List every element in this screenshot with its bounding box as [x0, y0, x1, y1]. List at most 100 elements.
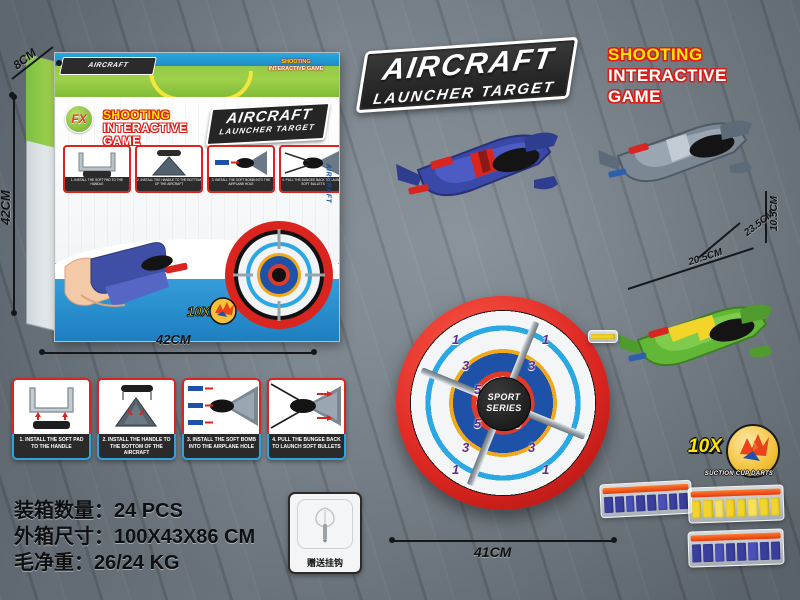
- hero-shout-line2: INTERACTIVE: [608, 66, 727, 85]
- dart-foam: [625, 495, 635, 513]
- dim-height-dot-2: [11, 310, 17, 316]
- hero-shout-block: SHOOTING INTERACTIVE GAME: [608, 44, 727, 107]
- box-target-illustration: [225, 221, 333, 329]
- dim-width-dot-2: [311, 349, 317, 355]
- dart-foam: [770, 541, 781, 560]
- suction-badge-caption: SUCTION CUP DARTS: [704, 471, 774, 477]
- instruction-step-3: 3. INSTALL THE SOFT BOMB INTO THE AIRPLA…: [182, 378, 261, 460]
- box-step-4: 4. PULL THE BUNGEE BACK TO LAUNCH SOFT B…: [279, 145, 339, 193]
- dart-foam: [591, 334, 615, 339]
- box-hand-illustration: [64, 242, 188, 307]
- box-shout-block: SHOOTING INTERACTIVE GAME: [103, 109, 187, 148]
- dart-foam: [759, 497, 770, 517]
- dart-foam: [703, 499, 713, 519]
- box-mini-shout-line1: SHOOTING: [281, 59, 311, 65]
- dart-foam: [725, 498, 736, 518]
- target-center-line2: SERIES: [486, 403, 522, 413]
- box-mini-shout-line3: GAME: [306, 65, 324, 72]
- instruction-step-3-caption: 3. INSTALL THE SOFT BOMB INTO THE AIRPLA…: [182, 434, 261, 460]
- box-step-2: 2. INSTALL THE HANDLE TO THE BOTTOM OF T…: [135, 145, 203, 193]
- dart-pack-blue-2: [687, 528, 785, 568]
- free-hook-card: 赠送挂钩: [288, 492, 362, 574]
- hero-shout-line3: GAME: [608, 87, 661, 106]
- dart-foam: [614, 495, 625, 514]
- box-step-1: 1. INSTALL THE SOFT PAD TO THE HANDLE: [63, 145, 131, 193]
- plane-green: [618, 304, 772, 367]
- instruction-step-1: 1. INSTALL THE SOFT PAD TO THE HANDLE: [12, 378, 91, 460]
- target-number: 5: [474, 416, 482, 431]
- spec-weight-label: 毛净重：: [14, 552, 94, 574]
- brand-badge-text: FX: [71, 112, 87, 126]
- hook-card-caption: 赠送挂钩: [306, 558, 343, 568]
- dim-target-label: 41CM: [474, 544, 512, 560]
- dart-foam: [636, 494, 646, 512]
- instruction-step-4: 4. PULL THE BUNGEE BACK TO LAUNCH SOFT B…: [267, 378, 346, 460]
- box-step-1-art: [78, 152, 116, 177]
- dim-width-line: [42, 352, 314, 354]
- instruction-step-2-caption: 2. INSTALL THE HANDLE TO THE BOTTOM OF T…: [97, 434, 176, 460]
- instruction-step-1-image: [12, 378, 91, 436]
- target-center-line1: SPORT: [487, 392, 521, 402]
- step-1-art: [29, 387, 74, 429]
- suction-badge-art: [740, 434, 769, 461]
- target-number: 3: [528, 358, 536, 373]
- dim-width-label: 42CM: [156, 332, 191, 347]
- dart-foam: [714, 499, 725, 518]
- box-product-logo: AIRCRAFT LAUNCHER TARGET: [205, 101, 331, 147]
- dart-foam: [714, 543, 725, 562]
- box-step-3-caption: 3. INSTALL THE SOFT BOMB INTO THE AIRPLA…: [209, 177, 273, 191]
- box-shout-line3: GAME: [103, 134, 141, 148]
- dart-foam: [646, 494, 657, 512]
- box-top-green-band: AIRCRAFT SHOOTING INTERACTIVE GAME: [55, 53, 339, 101]
- wall-hook-icon: [315, 507, 335, 543]
- box-mini-shout-line2: INTERACTIVE: [268, 65, 306, 72]
- box-instruction-strip: 1. INSTALL THE SOFT PAD TO THE HANDLE 2.…: [63, 145, 339, 193]
- spec-carton-value: 100X43X86 CM: [114, 526, 256, 548]
- dart-foam: [736, 542, 747, 562]
- dart-pack-yellow: [687, 484, 785, 524]
- box-mini-logo: AIRCRAFT: [59, 57, 157, 75]
- dart-foam: [748, 542, 758, 561]
- dart-foam: [759, 541, 770, 561]
- dim-width-dot-1: [39, 349, 45, 355]
- dart-foam: [691, 500, 702, 519]
- box-mini-logo-text: AIRCRAFT: [87, 62, 129, 69]
- plane-blue: [396, 132, 558, 197]
- box-step-4-art: [284, 151, 339, 175]
- box-side-logo-text: AIRCRAFT: [324, 163, 332, 204]
- step-4-art: [270, 383, 341, 429]
- target-number: 3: [462, 440, 470, 455]
- box-step-2-caption: 2. INSTALL THE HANDLE TO THE BOTTOM OF T…: [137, 177, 201, 191]
- target-number: 5: [474, 382, 482, 397]
- target-number: 1: [452, 332, 460, 347]
- step-3-art: [188, 386, 258, 426]
- dim-height-dot-1: [11, 94, 17, 100]
- dart-foam: [725, 542, 736, 562]
- spec-carton-label: 外箱尺寸：: [14, 526, 114, 548]
- box-step-4-caption: 4. PULL THE BUNGEE BACK TO LAUNCH SOFT B…: [281, 177, 339, 191]
- target-number: 3: [528, 440, 536, 455]
- instruction-step-4-image: [267, 378, 346, 436]
- box-mini-shout: SHOOTING INTERACTIVE GAME: [259, 59, 333, 72]
- spec-quantity-value: 24 PCS: [114, 500, 183, 522]
- retail-box: AIRCRAFT SHOOTING INTERACTIVE GAME FX SH…: [26, 52, 340, 342]
- spec-carton-row: 外箱尺寸：100X43X86 CM: [14, 524, 255, 550]
- target-number: 1: [452, 462, 460, 477]
- dart-foam: [668, 492, 678, 511]
- dim-height-line: [13, 97, 15, 315]
- dart-foam: [770, 497, 781, 516]
- hero-shout-line1: SHOOTING: [608, 45, 703, 64]
- spec-weight-row: 毛净重：26/24 KG: [14, 550, 255, 576]
- dart-pack-blue-1: [599, 479, 693, 519]
- instruction-step-1-caption: 1. INSTALL THE SOFT PAD TO THE HANDLE: [12, 434, 91, 460]
- box-step-3-art: [215, 151, 267, 175]
- instruction-panels: 1. INSTALL THE SOFT PAD TO THE HANDLE 2.…: [12, 378, 346, 460]
- target-disc: 1 3 5 5 3 1 1 3 5 5 3 1 SPORT SERIES: [396, 296, 610, 510]
- dart-foam: [703, 543, 713, 563]
- instruction-step-4-caption: 4. PULL THE BUNGEE BACK TO LAUNCH SOFT B…: [267, 434, 346, 460]
- target-number: 1: [542, 332, 550, 347]
- target-bullseye: SPORT SERIES: [477, 377, 531, 431]
- dart-pack-tips: [690, 532, 781, 542]
- dart-foam: [748, 498, 758, 517]
- spec-quantity-row: 装箱数量：24 PCS: [14, 498, 255, 524]
